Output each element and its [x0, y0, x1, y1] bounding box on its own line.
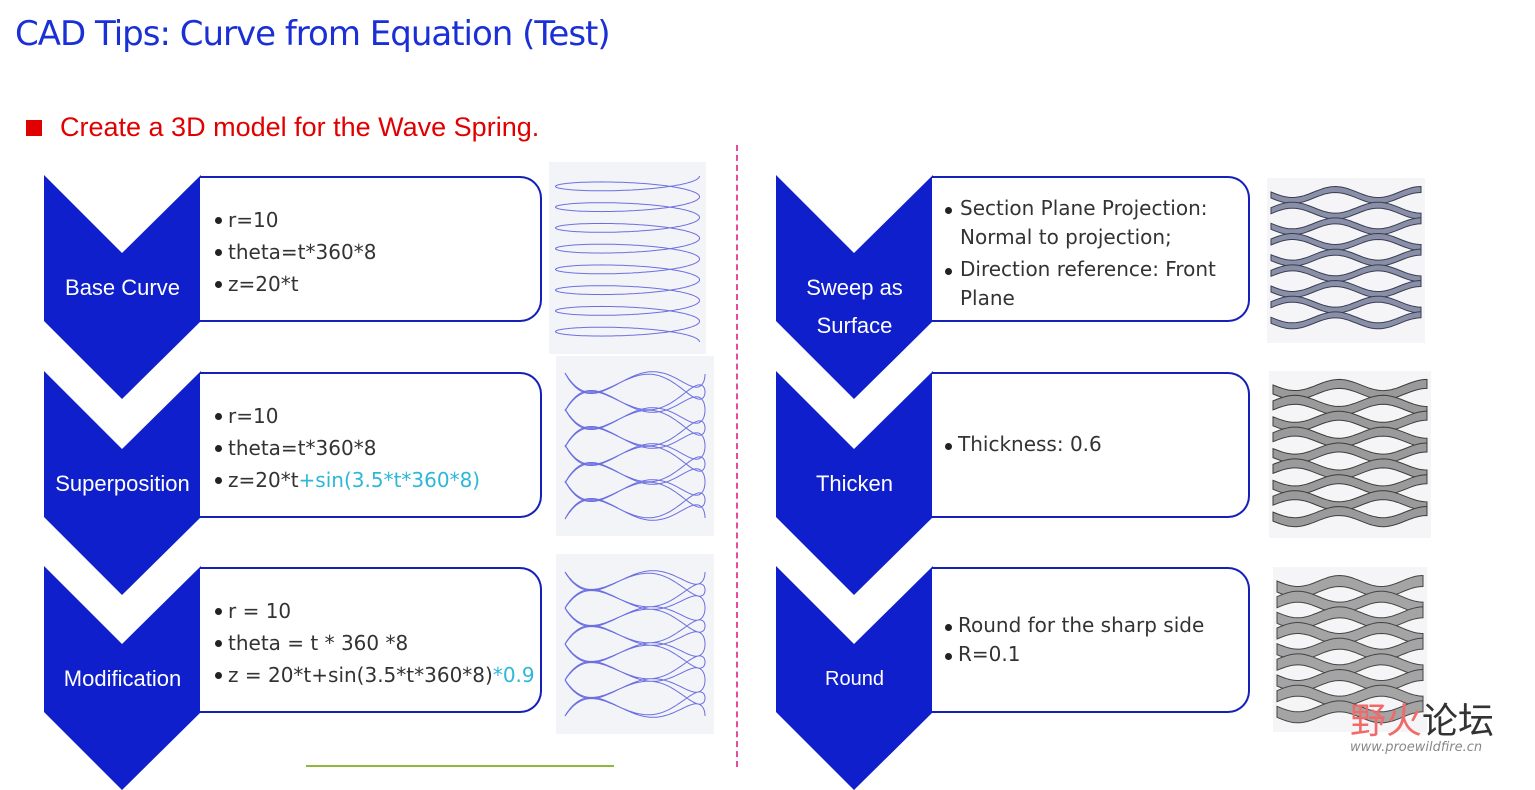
- step-description-box: Round for the sharp side R=0.1: [932, 567, 1250, 713]
- formula-bullet: theta = t * 360 *8: [214, 627, 540, 659]
- description-bullet: Direction reference: Front Plane: [944, 255, 1238, 313]
- chevron-shape: [776, 371, 933, 595]
- rounded-spring-image: [1273, 567, 1427, 732]
- green-underline-decoration: [306, 765, 614, 767]
- chevron-shape: [776, 566, 933, 790]
- step-label-line: Thicken: [815, 471, 894, 496]
- wave-helix-curve-image: [556, 356, 714, 536]
- step-formula-box: r=10 theta=t*360*8 z=20*t+sin(3.5*t*360*…: [200, 372, 542, 518]
- dashed-divider: [736, 145, 738, 767]
- step-label: Modification: [63, 666, 182, 691]
- formula-bullet: z = 20*t+sin(3.5*t*360*8)*0.9: [214, 659, 540, 691]
- formula-bullet: r=10: [214, 400, 540, 432]
- chevron-shape: [44, 371, 201, 595]
- description-bullet: Round for the sharp side: [944, 611, 1238, 640]
- helix-curve-image: [549, 162, 706, 354]
- formula-bullet: z=20*t+sin(3.5*t*360*8): [214, 464, 540, 496]
- formula-bullet: r=10: [214, 204, 540, 236]
- swept-surface-spring-image: [1267, 178, 1425, 343]
- chevron-shape: [44, 175, 201, 399]
- watermark-logo: 野火论坛 www.proewildfire.cn: [1350, 688, 1530, 763]
- formula-bullet: r = 10: [214, 595, 540, 627]
- thickened-spring-image: [1269, 371, 1431, 538]
- step-formula-box: r = 10 theta = t * 360 *8 z = 20*t+sin(3…: [200, 567, 542, 713]
- chevron-shape: [44, 566, 201, 790]
- subtitle-text: Create a 3D model for the Wave Spring.: [60, 112, 540, 142]
- description-bullet: Section Plane Projection: Normal to proj…: [944, 194, 1238, 252]
- description-bullet: Thickness: 0.6: [944, 430, 1238, 459]
- chevron-shape: [776, 175, 933, 399]
- watermark-url: www.proewildfire.cn: [1350, 740, 1483, 755]
- description-bullet: R=0.1: [944, 640, 1238, 669]
- step-formula-box: r=10 theta=t*360*8 z=20*t: [200, 176, 542, 322]
- step-description-box: Thickness: 0.6: [932, 372, 1250, 518]
- step-description-box: Section Plane Projection: Normal to proj…: [932, 176, 1250, 322]
- watermark-text: 野火论坛: [1350, 701, 1495, 742]
- page-title: CAD Tips: Curve from Equation (Test): [15, 14, 611, 54]
- formula-bullet: z=20*t: [214, 268, 540, 300]
- modified-wave-curve-image: [556, 554, 714, 734]
- step-label: Base Curve: [65, 275, 180, 300]
- subtitle: Create a 3D model for the Wave Spring.: [26, 112, 539, 143]
- square-bullet-icon: [26, 119, 42, 136]
- step-label: Superposition: [55, 471, 190, 496]
- step-label-line: Surface: [816, 313, 893, 338]
- formula-bullet: theta=t*360*8: [214, 236, 540, 268]
- step-label-line: Round: [825, 668, 884, 690]
- step-label-line: Sweep as: [806, 275, 903, 300]
- formula-bullet: theta=t*360*8: [214, 432, 540, 464]
